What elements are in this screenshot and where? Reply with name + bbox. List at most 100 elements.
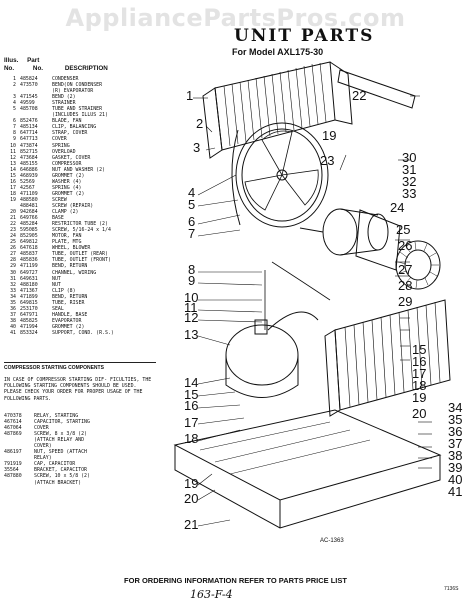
cell-description: SCREW, 8 x 3/8 (2) [34, 431, 87, 438]
callout-number: 34 [448, 400, 462, 415]
cell-illus-no: 10 [10, 142, 16, 149]
cell-part-no: 649766 [20, 215, 38, 222]
callout-number: 36 [448, 424, 462, 439]
cell-description: RELAY, STARTING [34, 413, 79, 419]
cell-part-no: 485284 [20, 221, 38, 228]
condenser-coil [202, 61, 353, 159]
cell-part-no: 647713 [20, 136, 38, 143]
callout-number: 25 [396, 222, 410, 237]
tubing [264, 261, 331, 330]
cell-description: MOTOR, FAN [52, 233, 82, 240]
cell-description: BEND, RETURN [52, 293, 88, 300]
callout-number: 39 [448, 460, 462, 475]
table-row: (INCLUDES ILLUS 21) [4, 112, 174, 118]
cell-part-no: 471109 [20, 190, 38, 197]
page-code: 7136S [444, 586, 459, 592]
cell-part-no: 485155 [20, 160, 38, 167]
cell-part-no: 852476 [20, 118, 38, 125]
cell-illus-no: 8 [13, 130, 16, 137]
cell-description: TUBE AND STRAINER [52, 106, 103, 113]
cell-illus-no: 12 [10, 154, 16, 161]
cell-description: COVER [34, 425, 49, 432]
cell-illus-no: 41 [10, 329, 16, 336]
callout-number: 21 [184, 517, 198, 532]
callout-number: 17 [412, 366, 426, 381]
cell-description: SCREW [52, 196, 67, 203]
callout-number: 19 [184, 476, 198, 491]
cell-description: TUBE, OUTLET (FRONT) [52, 257, 111, 264]
cell-illus-no: 35 [10, 299, 16, 306]
cell-illus-no: 13 [10, 160, 16, 167]
cell-illus-no: 30 [10, 269, 16, 276]
cell-part-no: 487869 [4, 431, 22, 438]
callout-number: 26 [398, 238, 412, 253]
cell-description: BEND (2) [52, 94, 76, 101]
cell-part-no: 473570 [20, 82, 38, 89]
cell-description: PLATE, MTG [52, 239, 82, 246]
base-pan [173, 409, 442, 529]
cell-illus-no: 7 [13, 124, 16, 131]
cell-description: SPRING [52, 142, 70, 149]
callout-number: 37 [448, 436, 462, 451]
cell-description: NUT AND WASHER (2) [52, 166, 105, 173]
cell-illus-no: 15 [10, 172, 16, 179]
cell-part-no: 467614 [4, 419, 22, 426]
callout-number: 30 [402, 150, 416, 165]
cell-part-no: 42567 [20, 184, 35, 191]
cell-part-no: 35564 [4, 467, 19, 474]
section-note: IN CASE OF COMPRESSOR STARTING DIF- FICU… [4, 377, 152, 402]
cell-illus-no: 28 [10, 257, 16, 264]
cell-part-no: 49599 [20, 100, 35, 107]
cell-description: TUBE, RISER [52, 299, 85, 306]
callout-number: 41 [448, 484, 462, 499]
callout-number: 40 [448, 472, 462, 487]
cell-description: RELAY) [34, 455, 52, 462]
callout-number: 13 [184, 327, 198, 342]
cell-part-no: 471545 [20, 94, 38, 101]
callout-number: 20 [412, 406, 426, 421]
cell-description: OVERLOAD [52, 148, 76, 155]
cell-part-no: 649812 [20, 239, 38, 246]
cell-part-no: 647714 [20, 130, 38, 137]
cell-description: STRAINER [52, 100, 76, 107]
cell-illus-no: 34 [10, 293, 16, 300]
cell-part-no: 473684 [20, 154, 38, 161]
cell-illus-no: 32 [10, 281, 16, 288]
callout-number: 4 [188, 185, 195, 200]
callout-number: 16 [184, 398, 198, 413]
callout-number: 10 [184, 290, 198, 305]
cell-description: SEAL [52, 305, 64, 312]
callout-number: 18 [412, 378, 426, 393]
callout-number: 3 [193, 140, 200, 155]
cell-part-no: 649727 [20, 269, 38, 276]
model-line: For Model AXL175-30 [232, 47, 324, 57]
cell-illus-no: 1 [13, 76, 16, 82]
cell-illus-no: 18 [10, 190, 16, 197]
cell-part-no: 853324 [20, 329, 38, 336]
cell-illus-no: 16 [10, 178, 16, 185]
cell-description: EVAPORATOR [52, 317, 82, 324]
cell-description: SPRING (4) [52, 184, 82, 191]
cell-part-no: 488180 [20, 281, 38, 288]
